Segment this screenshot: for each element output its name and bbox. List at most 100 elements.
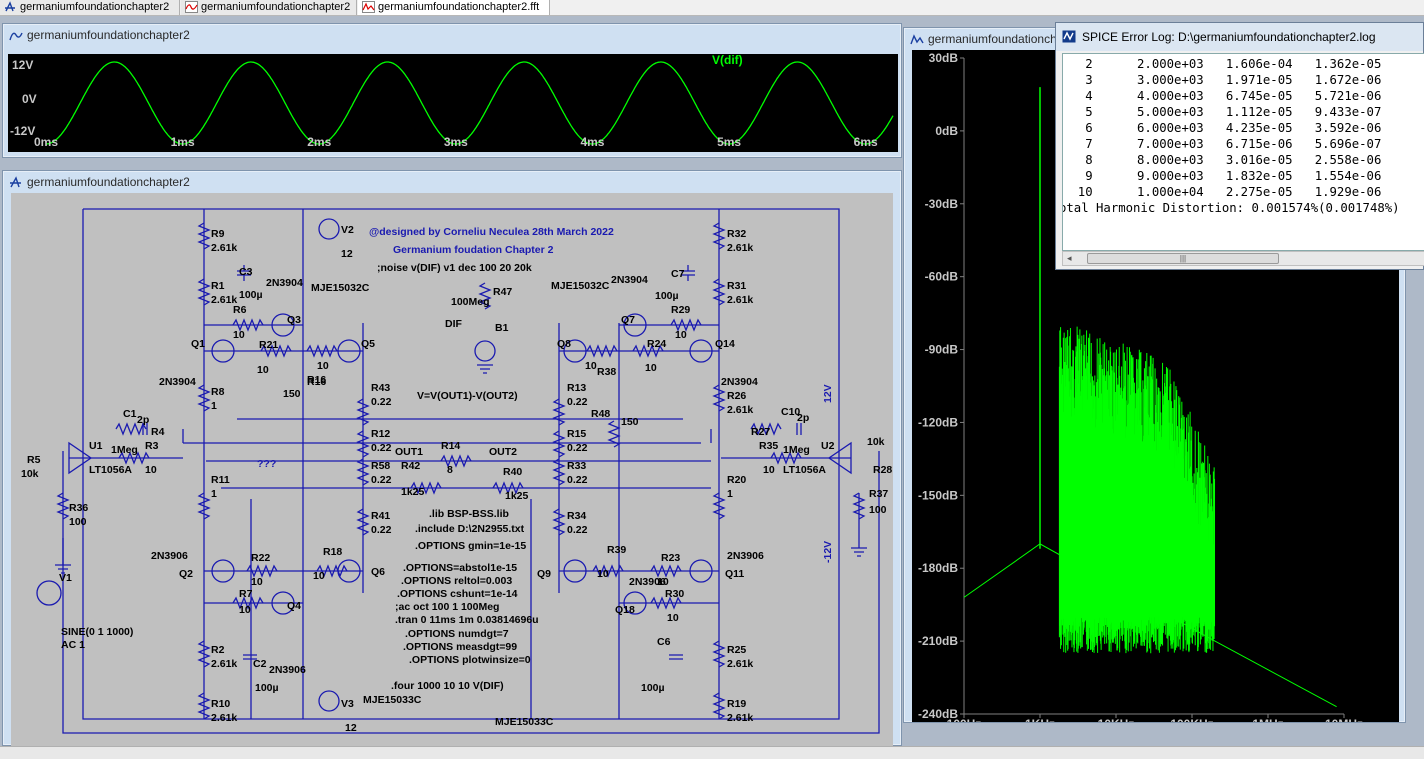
window-title: germaniumfoundationchapter2: [3, 24, 901, 46]
svg-text:R37: R37: [869, 488, 888, 500]
svg-text:C10: C10: [781, 406, 800, 418]
svg-text:R15: R15: [567, 428, 586, 440]
svg-text:MJE15032C: MJE15032C: [551, 280, 610, 292]
waveform-window-icon: [9, 32, 23, 41]
svg-text:C2: C2: [253, 658, 267, 670]
svg-text:1k25: 1k25: [401, 486, 425, 498]
window-title: germaniumfoundationchapter2: [904, 28, 1405, 50]
svg-text:R38: R38: [597, 366, 616, 378]
svg-text:10k: 10k: [867, 436, 885, 448]
y-tick-label: 12V: [12, 58, 34, 72]
log-row: 9 9.000e+03 1.832e-05 1.554e-06: [1063, 169, 1382, 183]
log-row: 4 4.000e+03 6.745e-05 5.721e-06: [1063, 89, 1382, 103]
svg-text:C1: C1: [123, 408, 137, 420]
svg-text:R48: R48: [591, 408, 610, 420]
tab-waveform[interactable]: germaniumfoundationchapter2: [181, 0, 357, 15]
svg-text:0.22: 0.22: [567, 442, 588, 454]
x-tick-label: 2ms: [307, 135, 332, 149]
svg-text:0.22: 0.22: [567, 524, 588, 536]
scrollbar-thumb[interactable]: |||: [1087, 253, 1279, 264]
svg-text:MJE15033C: MJE15033C: [495, 716, 554, 728]
svg-text:10: 10: [233, 329, 245, 341]
spice-error-log-window[interactable]: SPICE Error Log: D:\germaniumfoundationc…: [1055, 22, 1424, 270]
svg-text:Q3: Q3: [287, 314, 301, 326]
svg-text:2N3906: 2N3906: [269, 664, 306, 676]
svg-text:12V: 12V: [822, 384, 834, 403]
svg-text:12: 12: [341, 248, 353, 260]
svg-text:OUT2: OUT2: [489, 446, 517, 458]
svg-text:R36: R36: [69, 502, 88, 514]
document-tab-strip: germaniumfoundationchapter2 germaniumfou…: [0, 0, 1424, 16]
y-tick-label: -150dB: [918, 488, 958, 502]
tab-fft[interactable]: germaniumfoundationchapter2.fft: [358, 0, 550, 15]
log-row: 5 5.000e+03 1.112e-05 9.433e-07: [1063, 105, 1382, 119]
svg-text:R43: R43: [371, 382, 390, 394]
svg-text:8: 8: [447, 464, 453, 476]
svg-text:2p: 2p: [797, 412, 809, 424]
svg-text:C6: C6: [657, 636, 671, 648]
x-tick-label: 100KHz: [1170, 717, 1213, 722]
svg-text:2.61k: 2.61k: [211, 658, 237, 670]
svg-text:2.61k: 2.61k: [727, 712, 753, 724]
svg-text:2N3906: 2N3906: [151, 550, 188, 562]
series-line-v-dif: [46, 61, 894, 145]
schematic-window[interactable]: germaniumfoundationchapter2: [2, 170, 902, 754]
horizontal-scrollbar[interactable]: ◂ |||: [1062, 251, 1424, 266]
svg-text:R34: R34: [567, 510, 586, 522]
y-tick-label: -30dB: [925, 197, 959, 211]
y-tick-label: -90dB: [925, 343, 959, 357]
status-bar: [0, 746, 1424, 759]
svg-text:Q7: Q7: [621, 314, 635, 326]
svg-text:R13: R13: [567, 382, 586, 394]
svg-text:10: 10: [585, 360, 597, 372]
annotation-qqq: ???: [257, 458, 276, 470]
waveform-window[interactable]: germaniumfoundationchapter2 12V 0V -12V …: [2, 23, 902, 158]
y-tick-label: 0V: [22, 92, 37, 106]
svg-text:0.22: 0.22: [371, 442, 392, 454]
window-title: germaniumfoundationchapter2: [3, 171, 901, 193]
svg-text:2N3904: 2N3904: [611, 274, 648, 286]
svg-text:2p: 2p: [137, 414, 149, 426]
svg-text:R22: R22: [251, 552, 270, 564]
svg-text:R8: R8: [211, 386, 225, 398]
svg-text:2N3904: 2N3904: [721, 376, 758, 388]
x-tick-label: 0ms: [34, 135, 59, 149]
schematic-canvas[interactable]: @designed by Corneliu Neculea 28th March…: [11, 193, 893, 754]
svg-text:10k: 10k: [21, 468, 39, 480]
directive-ac: ;ac oct 100 1 100Meg: [395, 601, 499, 613]
y-tick-label: -60dB: [925, 270, 959, 284]
tab-schematic[interactable]: germaniumfoundationchapter2: [0, 0, 180, 15]
svg-text:R9: R9: [211, 228, 225, 240]
svg-text:R28: R28: [873, 464, 892, 476]
scroll-left-icon[interactable]: ◂: [1067, 253, 1072, 263]
svg-text:R20: R20: [727, 474, 746, 486]
directive-abstol: .OPTIONS=abstol1e-15: [403, 562, 517, 574]
svg-text:0.22: 0.22: [567, 396, 588, 408]
svg-text:Q1: Q1: [191, 338, 205, 350]
svg-text:R42: R42: [401, 460, 420, 472]
directive-lib: .lib BSP-BSS.lib: [429, 508, 509, 520]
svg-text:1Meg: 1Meg: [783, 444, 810, 456]
directive-plotwinsize: .OPTIONS plotwinsize=0: [409, 654, 531, 666]
schematic-icon: [5, 1, 15, 12]
x-tick-label: 1KHz: [1025, 717, 1055, 722]
svg-text:2.61k: 2.61k: [211, 294, 237, 306]
svg-text:Q5: Q5: [361, 338, 375, 350]
svg-text:R6: R6: [233, 304, 247, 316]
svg-text:0.22: 0.22: [371, 524, 392, 536]
svg-text:OUT1: OUT1: [395, 446, 423, 458]
source-ac: AC 1: [61, 639, 85, 651]
svg-text:2.61k: 2.61k: [727, 242, 753, 254]
trace-label[interactable]: V(dif): [712, 53, 743, 67]
log-text-area[interactable]: 2 2.000e+03 1.606e-04 1.362e-05 3 3.000e…: [1062, 53, 1424, 251]
credit-label: @designed by Corneliu Neculea 28th March…: [369, 226, 614, 238]
svg-text:R16: R16: [307, 376, 326, 388]
svg-text:10: 10: [145, 464, 157, 476]
svg-text:1k25: 1k25: [505, 490, 529, 502]
svg-text:2.61k: 2.61k: [211, 712, 237, 724]
svg-text:10: 10: [657, 576, 669, 588]
svg-text:R47: R47: [493, 286, 512, 298]
svg-text:2N3904: 2N3904: [159, 376, 196, 388]
svg-text:B1: B1: [495, 322, 509, 334]
